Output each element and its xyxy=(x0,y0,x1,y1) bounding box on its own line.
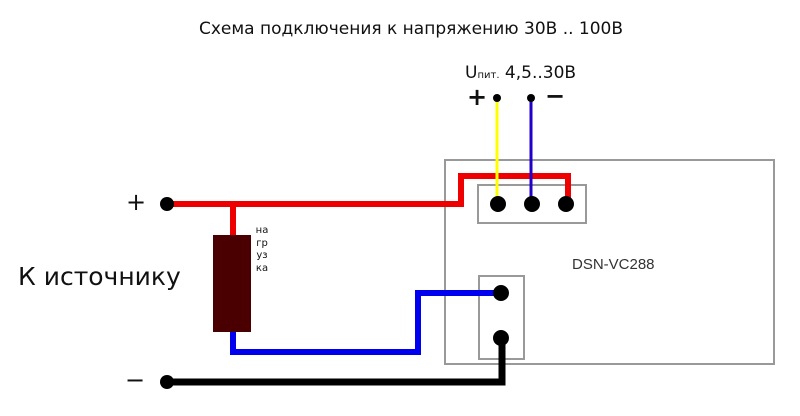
load-return-wire xyxy=(230,290,502,355)
negative-wire xyxy=(167,337,506,386)
module-pin-ground xyxy=(493,330,509,346)
source-plus-sign: + xyxy=(126,188,147,216)
module-pin-3 xyxy=(558,196,574,212)
supply-minus-terminal xyxy=(527,94,535,102)
supply-plus-terminal xyxy=(493,94,501,102)
load-label: нагрузка xyxy=(255,225,269,274)
source-minus-sign: − xyxy=(125,366,146,394)
module-pin-2 xyxy=(524,196,540,212)
supply-voltage-label: Uпит. 4,5..30В xyxy=(465,63,576,83)
source-label: К источнику xyxy=(18,262,181,291)
supply-label-range: 4,5..30В xyxy=(499,63,577,83)
diagram-title: Схема подключения к напряжению 30В .. 10… xyxy=(198,19,624,39)
supply-label-main: U xyxy=(465,63,478,83)
source-minus-terminal xyxy=(160,375,174,389)
supply-plus-sign: + xyxy=(467,83,488,111)
module-name: DSN-VC288 xyxy=(572,256,655,273)
module-pin-1 xyxy=(490,196,506,212)
supply-label-sub: пит. xyxy=(477,70,500,81)
positive-wire xyxy=(167,173,571,207)
source-plus-terminal xyxy=(160,197,174,211)
load-resistor xyxy=(213,235,251,332)
supply-minus-sign: − xyxy=(545,82,566,110)
module-pin-load xyxy=(493,285,509,301)
